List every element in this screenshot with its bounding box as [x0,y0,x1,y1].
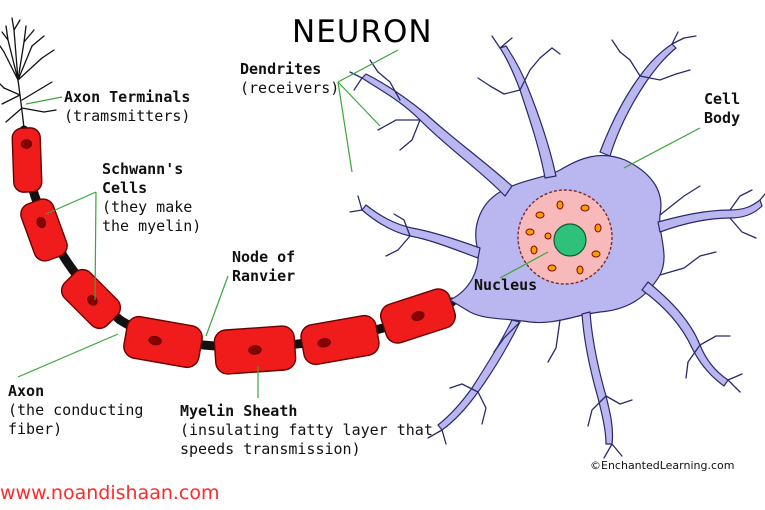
axon-terminals-name: Axon Terminals [64,88,191,106]
dendrite-branches [349,31,765,459]
node-name-line1: Node of [232,248,296,266]
label-cell-body: Cell Body [704,90,740,128]
cell-body-name-line1: Cell [704,90,741,108]
leader-lines [17,49,701,398]
leader-cell-body [623,127,701,169]
label-axon: Axon (the conducting fiber) [8,382,143,439]
label-myelin-sheath: Myelin Sheath (insulating fatty layer th… [180,402,433,459]
cell-body-name-line2: Body [704,109,741,127]
myelin-segment [20,198,68,262]
leader-dendrites-1 [337,49,399,83]
axon-terminal-branches [0,17,57,129]
leader-nucleus [499,251,549,279]
leader-axon [17,333,119,378]
myelin-desc-line2: speeds transmission) [180,440,361,458]
dendrites-desc: (receivers) [240,79,340,97]
schwann-name-line2: Cells [102,179,148,197]
myelin-name: Myelin Sheath [180,402,298,420]
nucleus-granules [525,200,602,275]
leader-schwann-1 [45,191,97,215]
nucleus [517,189,613,285]
axon-desc-line1: (the conducting [8,401,144,419]
schwann-desc-line2: the myelin) [102,217,202,235]
diagram-title: NEURON [292,14,433,50]
axon-name: Axon [8,382,45,400]
schwann-name-line1: Schwann's [102,160,184,178]
copyright-credit: ©EnchantedLearning.com [590,459,735,472]
myelin-segments [11,127,456,375]
leader-dendrites-3 [337,81,353,173]
myelin-segment [60,268,122,330]
nucleus-name: Nucleus [474,276,538,294]
myelin-segment [300,314,380,366]
label-dendrites: Dendrites (receivers) [240,60,339,98]
schwann-desc-line1: (they make [102,198,193,216]
leader-node [205,275,229,337]
myelin-segment [380,288,456,344]
myelin-segment [213,325,297,375]
myelin-desc-line1: (insulating fatty layer that [180,421,433,439]
label-schwann-cells: Schwann's Cells (they make the myelin) [102,160,201,236]
leader-axon-terminals [25,96,63,105]
leader-dendrites-2 [337,81,381,127]
myelin-segment [11,127,43,193]
label-node-of-ranvier: Node of Ranvier [232,248,295,286]
site-watermark: www.noandishaan.com [0,482,220,504]
node-name-line2: Ranvier [232,267,296,285]
axon-terminals-desc: (tramsmitters) [64,107,191,125]
dendrites-name: Dendrites [240,60,322,78]
label-axon-terminals: Axon Terminals (tramsmitters) [64,88,190,126]
label-nucleus: Nucleus [474,276,537,295]
axon-desc-line2: fiber) [8,420,63,438]
myelin-segment [123,315,203,369]
leader-schwann-2 [94,191,97,301]
